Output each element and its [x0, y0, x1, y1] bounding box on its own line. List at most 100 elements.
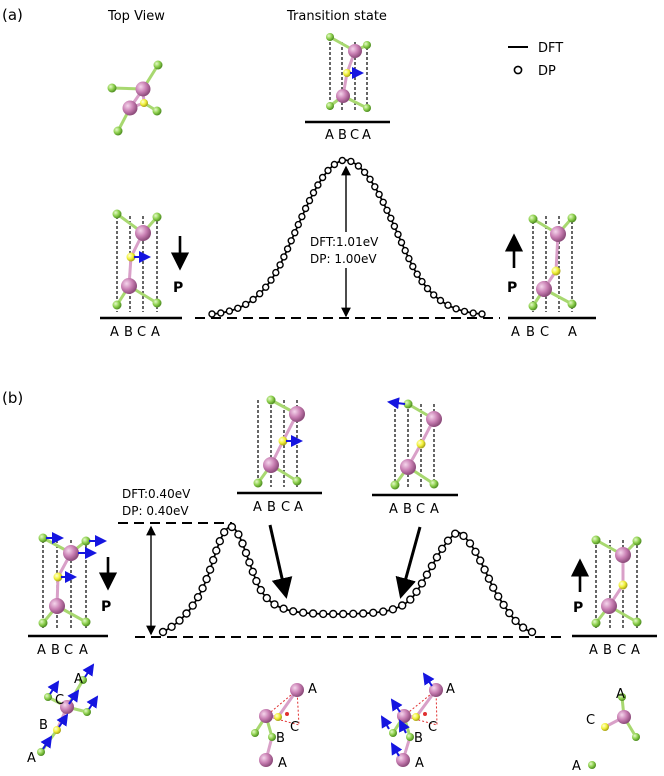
svg-text:C: C	[64, 643, 73, 658]
dp-marker	[267, 276, 275, 284]
dp-marker	[484, 574, 494, 583]
dp-marker	[299, 608, 308, 617]
dp-marker	[390, 222, 399, 231]
svg-text:C: C	[137, 325, 146, 340]
dp-marker	[208, 310, 216, 318]
barrier-dft-b: DFT:0.40eV	[122, 487, 191, 501]
panel-b-label: (b)	[2, 389, 23, 407]
dp-marker	[249, 295, 257, 304]
svg-text:A: A	[74, 672, 83, 687]
svg-text:A: A	[415, 756, 424, 771]
dp-marker	[388, 605, 398, 614]
displacement-arrow-icon	[82, 663, 95, 678]
dp-marker	[413, 270, 421, 278]
dp-marker	[198, 584, 207, 593]
dp-marker	[193, 593, 203, 602]
dp-marker	[459, 531, 468, 541]
dp-marker	[338, 156, 346, 165]
dp-marker	[158, 627, 168, 637]
svg-text:A: A	[151, 325, 160, 340]
dp-marker	[324, 166, 332, 175]
final-stacking-labels-a: A B C A	[511, 325, 577, 340]
legend: DFT DP	[508, 41, 563, 79]
bottom-top-view-1: A C B A	[27, 663, 99, 766]
dp-marker	[289, 607, 298, 616]
svg-text:B: B	[414, 731, 423, 746]
dp-marker	[387, 214, 395, 223]
dp-marker	[379, 607, 388, 616]
svg-text:C: C	[281, 500, 290, 515]
displacement-arrow-icon	[86, 695, 99, 710]
transition-stacking-labels: A B C A	[325, 128, 371, 143]
dp-marker	[469, 309, 477, 317]
dp-marker	[465, 539, 475, 548]
dp-marker	[401, 246, 409, 255]
svg-text:C: C	[428, 720, 437, 735]
displacement-arrow-icon	[399, 719, 410, 734]
svg-text:A: A	[325, 128, 334, 143]
initial-stacking-labels-b: A B C A	[37, 643, 88, 658]
polarization-label-b-right: P	[573, 600, 583, 616]
svg-text:A: A	[27, 751, 36, 766]
svg-text:B: B	[276, 731, 285, 746]
dp-marker	[217, 309, 225, 317]
dp-marker	[375, 190, 383, 199]
dp-marker	[444, 301, 452, 309]
dp-marker	[527, 627, 537, 637]
svg-text:A: A	[79, 643, 88, 658]
dp-marker	[291, 228, 299, 237]
dp-marker	[339, 609, 348, 619]
dp-marker	[318, 173, 327, 182]
dp-marker	[287, 237, 295, 245]
dp-marker	[418, 277, 426, 286]
svg-text:A: A	[568, 325, 577, 340]
dp-marker	[427, 561, 437, 571]
svg-text:A: A	[572, 759, 581, 774]
dp-markers-a	[208, 156, 486, 318]
svg-text:C: C	[290, 720, 299, 735]
dp-marker	[241, 548, 251, 558]
dp-marker	[245, 558, 254, 567]
dp-marker	[451, 529, 460, 538]
dp-marker	[208, 555, 218, 565]
displacement-arrow-icon	[56, 713, 69, 728]
dp-marker	[280, 253, 288, 261]
bottom-top-view-2: A C B A	[251, 682, 317, 771]
dp-marker	[298, 212, 306, 221]
dp-marker	[371, 183, 379, 191]
dp-marker	[366, 175, 374, 184]
dp-marker	[452, 305, 460, 313]
dp-marker	[360, 168, 369, 177]
polarization-label-a-left: P	[173, 280, 183, 296]
dp-marker	[471, 547, 480, 556]
dp-marker	[394, 230, 402, 239]
dp-markers-b	[158, 522, 537, 637]
svg-text:A: A	[110, 325, 119, 340]
displacement-arrow-icon	[390, 698, 403, 713]
dp-marker	[406, 595, 415, 604]
intermediate-state-structure-2	[387, 397, 442, 490]
transition-state-structure	[326, 33, 371, 112]
dp-marker	[505, 608, 514, 618]
svg-text:C: C	[416, 502, 425, 517]
svg-text:A: A	[37, 643, 46, 658]
dp-marker	[349, 609, 358, 618]
initial-stacking-labels-a: A B C A	[110, 325, 160, 340]
intermediate-stacking-labels-2: A B C A	[389, 502, 439, 517]
svg-text:B: B	[124, 325, 133, 340]
dp-marker	[314, 181, 322, 189]
dp-marker	[319, 609, 328, 619]
dp-marker	[383, 206, 391, 215]
dp-marker	[409, 262, 417, 271]
barrier-dp-a: DP: 1.00eV	[310, 252, 377, 266]
svg-text:A: A	[294, 500, 303, 515]
barrier-dp-b: DP: 0.40eV	[122, 504, 189, 518]
intermediate-state-structure-1	[253, 395, 305, 488]
displacement-arrow-icon	[67, 689, 80, 705]
svg-text:A: A	[308, 682, 317, 697]
svg-text:C: C	[617, 643, 626, 658]
svg-text:A: A	[362, 128, 371, 143]
dp-marker	[347, 157, 355, 166]
svg-text:A: A	[278, 756, 287, 771]
dp-marker	[272, 268, 280, 277]
